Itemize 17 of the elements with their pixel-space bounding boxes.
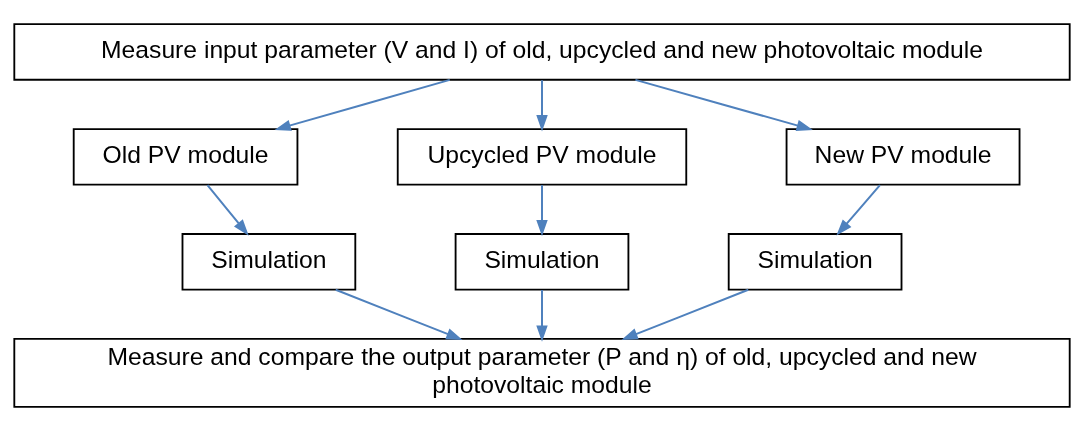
- arrow: [206, 184, 249, 236]
- node-box: Simulation: [454, 232, 630, 290]
- arrow: [621, 288, 749, 340]
- arrow: [536, 184, 548, 236]
- arrow: [274, 78, 451, 131]
- arrow: [335, 288, 463, 340]
- node-box: Simulation: [727, 232, 903, 290]
- arrow: [836, 184, 881, 236]
- node-box: Measure and compare the output parameter (P and η) of old, upcycled and new photovoltaic module: [13, 337, 1071, 408]
- node-box: Upcycled PV module: [396, 127, 688, 186]
- node-box: Simulation: [181, 232, 357, 290]
- arrow: [536, 79, 548, 131]
- arrow: [536, 289, 548, 342]
- node-box: Old PV module: [72, 127, 299, 186]
- node-box: New PV module: [785, 127, 1021, 186]
- node-box: Measure input parameter (V and I) of old, upcycled and new photovoltaic module: [13, 22, 1071, 81]
- arrow: [635, 78, 813, 131]
